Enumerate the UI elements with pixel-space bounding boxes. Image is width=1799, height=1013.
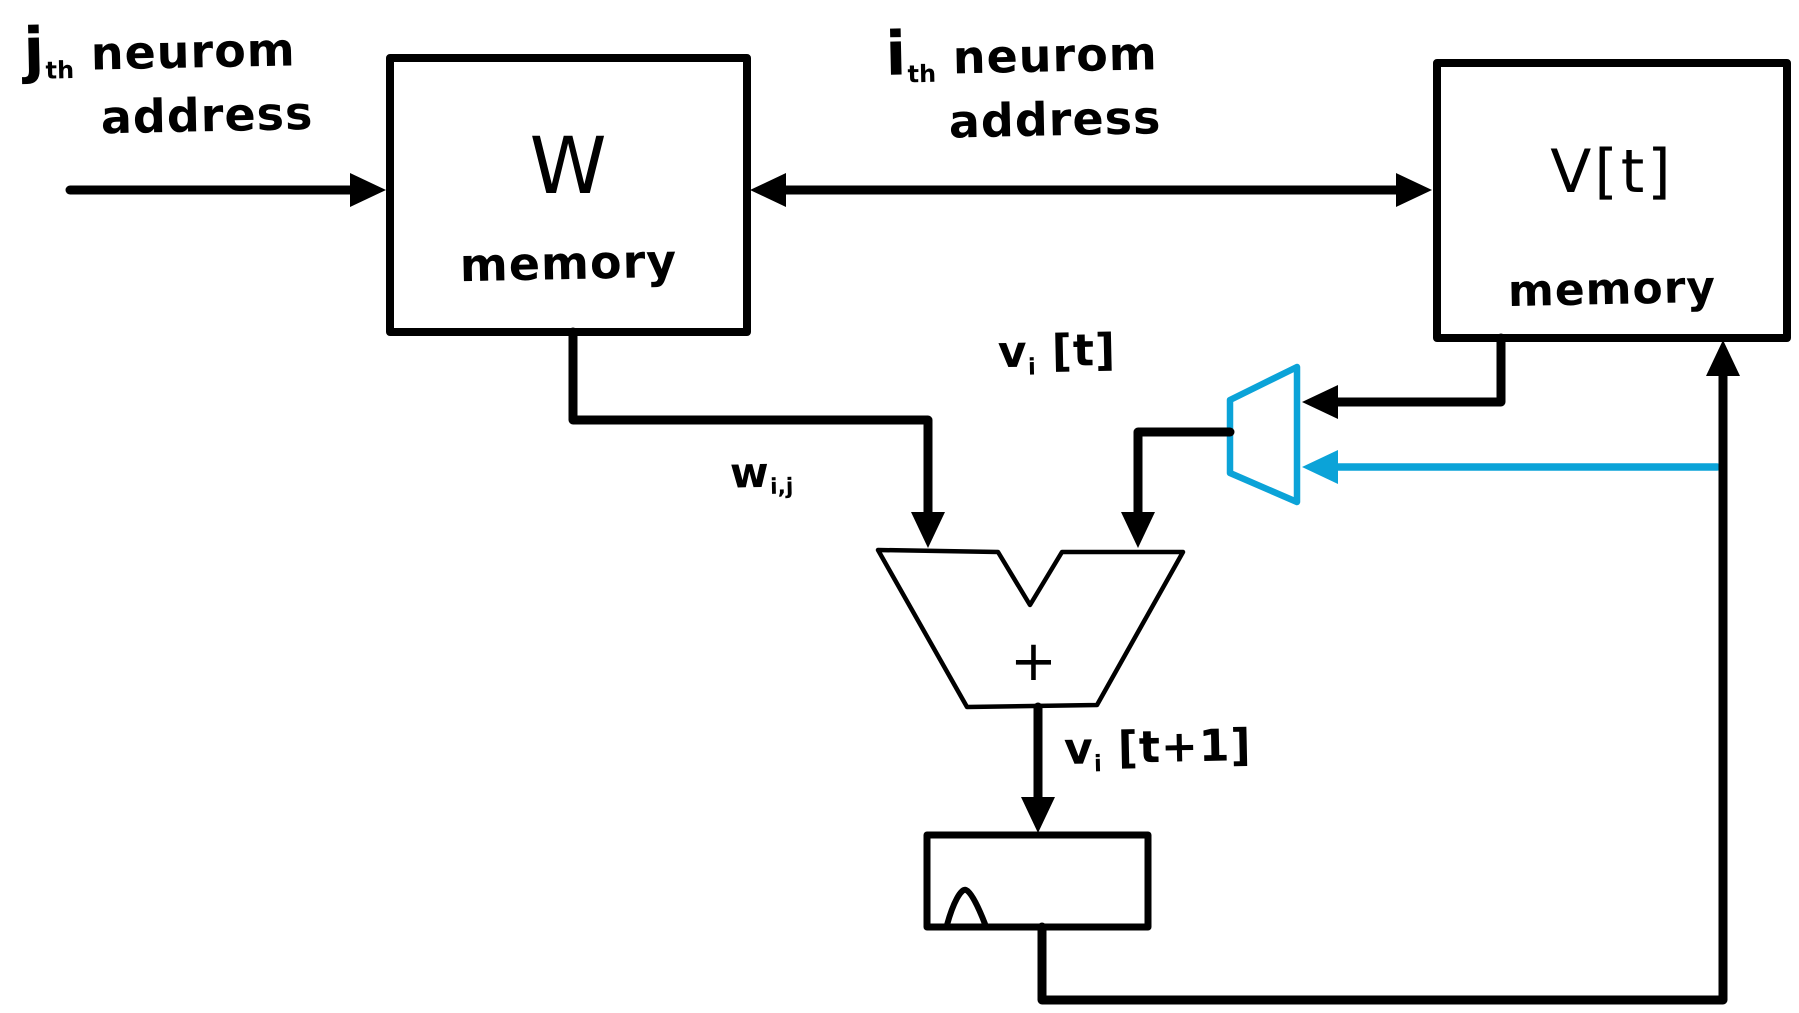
v-i-t-plus-1-wire-label: vi [t+1] [1063, 720, 1253, 777]
adder-symbol [875, 547, 1186, 710]
v-output-wire [1302, 333, 1506, 419]
w-ij-wire-label: wi,j [729, 447, 794, 501]
adder-output-wire [1021, 702, 1055, 833]
v-memory-box [1433, 59, 1791, 342]
v-memory-subtitle: memory [1507, 261, 1717, 318]
j-address-line2: address [100, 85, 314, 145]
v-memory-title: V[t] [1550, 137, 1674, 207]
clock-caret-icon [944, 886, 988, 928]
w-output-wire [568, 327, 945, 548]
mux-output-wire [1121, 427, 1235, 548]
mux-symbol [1226, 363, 1301, 506]
feedback-wire [1037, 340, 1740, 1005]
arrowhead-down-icon [1021, 797, 1055, 833]
register-box [923, 831, 1152, 931]
arrowhead-left-icon [1302, 450, 1338, 484]
mux-select-wire [1302, 450, 1721, 484]
w-memory-title: W [529, 122, 608, 212]
j-address-line1: jth neurom [22, 15, 297, 87]
arrowhead-up-icon [1706, 340, 1740, 376]
v-i-t-wire-label: vi [t] [997, 324, 1117, 381]
w-memory-subtitle: memory [459, 233, 678, 293]
arrowhead-right-icon [1396, 173, 1432, 207]
adder-plus-operator: + [1010, 629, 1058, 694]
i-address-line2: address [948, 89, 1162, 149]
arrowhead-left-icon [750, 173, 786, 207]
i-address-line1: ith neurom [884, 19, 1159, 90]
i-address-bidirectional-arrow [750, 173, 1432, 207]
j-neuron-address-label: jth neurom address [22, 15, 314, 145]
arrowhead-down-icon [1121, 512, 1155, 548]
arrowhead-right-icon [350, 173, 386, 207]
i-neuron-address-label: ith neurom address [884, 19, 1162, 149]
j-address-arrow [65, 173, 386, 207]
arrowhead-left-icon [1302, 385, 1338, 419]
arrowhead-down-icon [911, 512, 945, 548]
